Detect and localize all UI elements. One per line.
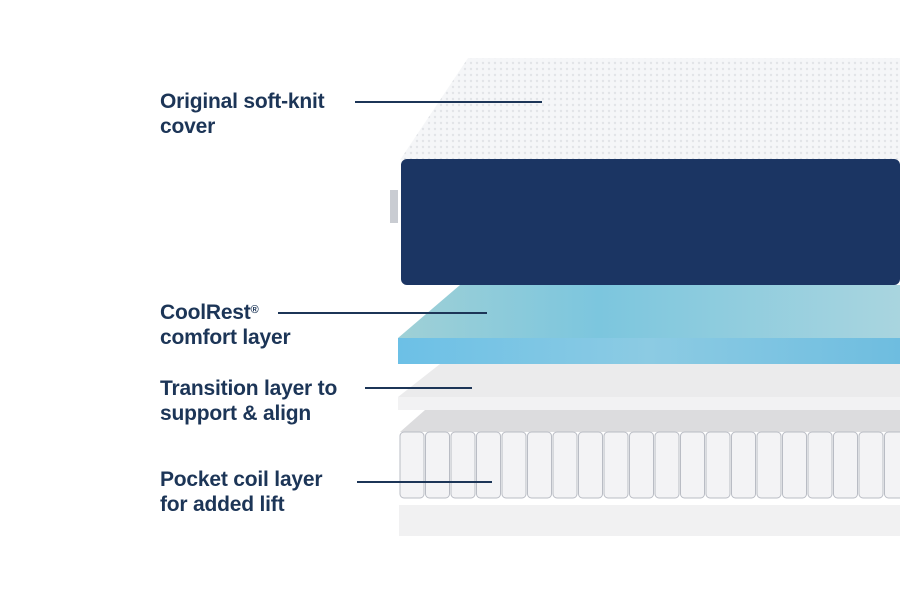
coil-base-board bbox=[399, 505, 900, 536]
label-line: cover bbox=[160, 115, 216, 138]
coil-pocket bbox=[884, 431, 900, 499]
registered-mark: ® bbox=[250, 304, 259, 316]
coil-pocket bbox=[807, 431, 833, 499]
coil-pocket bbox=[603, 431, 629, 499]
label-line: CoolRest bbox=[160, 301, 251, 324]
coil-pocket bbox=[680, 431, 705, 499]
coil-pocket bbox=[756, 431, 782, 499]
cover-side bbox=[401, 159, 900, 285]
transition-layer-front bbox=[398, 397, 900, 410]
leader-line-cover bbox=[355, 101, 542, 103]
coil-pocket bbox=[833, 431, 858, 499]
label-pocket-coil: Pocket coil layer for added lift bbox=[160, 467, 323, 517]
label-coolrest: CoolRest® comfort layer bbox=[160, 300, 291, 350]
coil-pocket bbox=[629, 431, 654, 499]
label-transition: Transition layer to support & align bbox=[160, 376, 337, 426]
coil-pocket bbox=[501, 431, 527, 499]
label-cover: Original soft-knit cover bbox=[160, 89, 325, 139]
coil-pocket bbox=[731, 431, 756, 499]
label-line: Pocket coil layer bbox=[160, 468, 323, 491]
brand-tag bbox=[390, 190, 398, 223]
label-line: for added lift bbox=[160, 493, 285, 516]
label-line: comfort layer bbox=[160, 326, 291, 349]
coil-pocket bbox=[425, 431, 450, 499]
leader-line-pocket-coil bbox=[357, 481, 492, 483]
leader-line-transition bbox=[365, 387, 472, 389]
coolrest-layer-front bbox=[398, 338, 900, 364]
coil-pocket bbox=[476, 431, 501, 499]
coil-pocket bbox=[705, 431, 731, 499]
coil-pocket bbox=[578, 431, 603, 499]
coil-pocket bbox=[858, 431, 884, 499]
coil-pocket bbox=[782, 431, 807, 499]
label-line: Original soft-knit bbox=[160, 90, 325, 113]
coil-layer-top bbox=[400, 410, 900, 432]
coolrest-layer-top bbox=[398, 285, 900, 338]
coil-pocket bbox=[527, 431, 552, 499]
coil-pocket bbox=[399, 431, 425, 499]
cover-top-face bbox=[400, 58, 900, 160]
label-line: Transition layer to bbox=[160, 377, 338, 400]
leader-line-coolrest bbox=[278, 312, 487, 314]
coil-pocket bbox=[450, 431, 476, 499]
coil-pocket bbox=[552, 431, 578, 499]
label-line: support & align bbox=[160, 402, 311, 425]
coil-pocket bbox=[654, 431, 680, 499]
transition-layer-top bbox=[398, 364, 900, 397]
pocket-coils bbox=[399, 431, 900, 499]
